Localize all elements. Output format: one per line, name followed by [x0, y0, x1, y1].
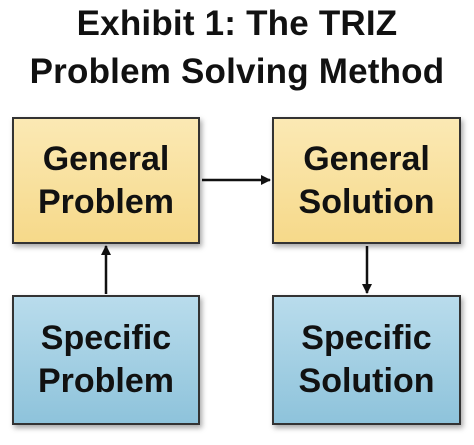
general-problem-box: General Problem: [12, 117, 200, 244]
diagram-title-line-2: Problem Solving Method: [29, 52, 445, 91]
general-problem-label-line-1: General: [42, 139, 170, 178]
specific-solution-box: Specific Solution: [272, 295, 461, 425]
specific-solution-label-line-1: Specific: [301, 319, 432, 357]
specific-problem-box: Specific Problem: [12, 295, 200, 425]
specific-problem-label-line-2: Problem: [37, 362, 175, 400]
specific-solution-label-line-2: Solution: [298, 362, 435, 400]
general-solution-box: General Solution: [272, 117, 461, 244]
general-solution-label-line-2: Solution: [298, 182, 435, 221]
general-solution-label-line-1: General: [303, 139, 430, 178]
diagram-title-line-1: Exhibit 1: The TRIZ: [76, 4, 398, 43]
specific-problem-label-line-1: Specific: [40, 319, 172, 357]
general-problem-label-line-2: Problem: [37, 182, 175, 221]
